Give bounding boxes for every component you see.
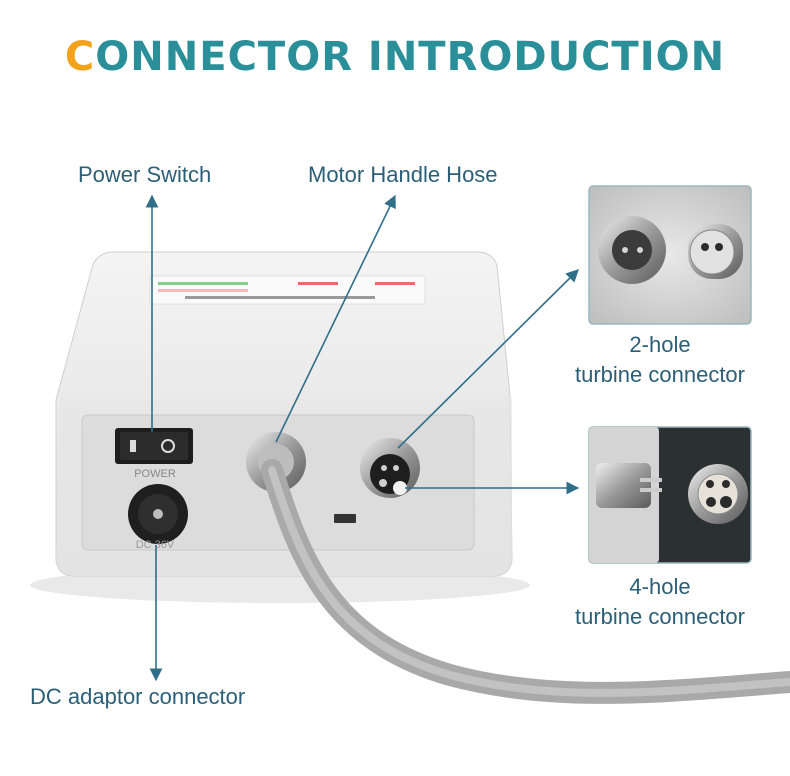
two-hole-connector-photo [588, 185, 752, 325]
switch-off-mark-icon [161, 439, 175, 453]
label-power-switch: Power Switch [78, 162, 212, 187]
dc-jack[interactable] [128, 484, 188, 544]
arrow-motor-hose [275, 194, 396, 443]
power-marking: POWER [134, 468, 176, 480]
label-motor-handle-hose: Motor Handle Hose [308, 162, 498, 187]
title-first-letter: C [64, 34, 96, 80]
page-title: CONNECTOR INTRODUCTION [0, 34, 790, 80]
label-two-hole-line2: turbine connector [575, 362, 745, 387]
label-four-hole: 4-hole turbine connector [560, 572, 760, 632]
label-two-hole: 2-hole turbine connector [560, 330, 760, 390]
switch-on-mark-icon [130, 440, 136, 452]
label-two-hole-line1: 2-hole [629, 332, 691, 357]
turbine-connector[interactable] [360, 438, 420, 498]
four-hole-connector-photo [588, 426, 752, 564]
label-four-hole-line1: 4-hole [629, 574, 691, 599]
panel-slot [334, 514, 356, 523]
arrow-two-hole [397, 269, 579, 449]
label-dc-adaptor: DC adaptor connector [30, 684, 246, 709]
label-four-hole-line2: turbine connector [575, 604, 745, 629]
title-rest: ONNECTOR INTRODUCTION [95, 34, 726, 80]
power-switch[interactable] [115, 428, 193, 464]
